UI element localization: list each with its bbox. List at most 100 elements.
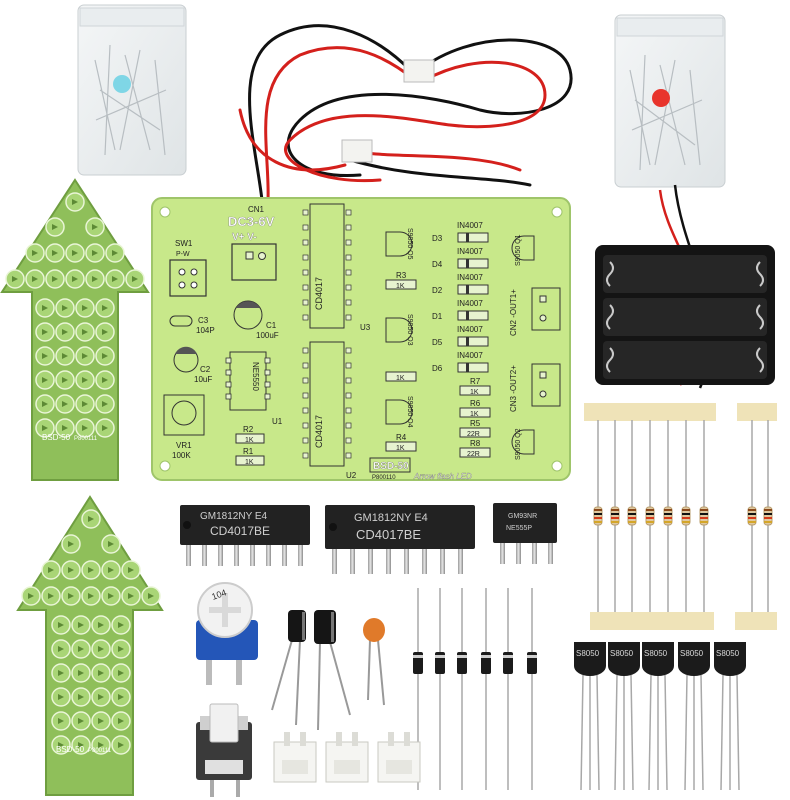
r4-value: 1K bbox=[396, 445, 405, 452]
chip-right-line2: NE555P bbox=[506, 525, 532, 532]
transistor-body bbox=[642, 642, 674, 676]
resistor-strip-small bbox=[735, 403, 777, 630]
transistor-body bbox=[608, 642, 640, 676]
r3-value: 1K bbox=[396, 283, 405, 290]
power-pins-label: V+ V- bbox=[232, 232, 257, 243]
blue-led-bag bbox=[77, 4, 187, 176]
q1-label: S9050 Q1 bbox=[515, 234, 522, 266]
jst-connector-3 bbox=[377, 732, 421, 783]
board-name: BSD-50 bbox=[373, 461, 409, 472]
electrolytic-cap-large bbox=[314, 610, 351, 731]
diode-type-0: IN4007 bbox=[457, 221, 483, 230]
electrolytic-cap-small bbox=[271, 610, 306, 726]
wire-connector-top bbox=[403, 59, 435, 83]
u2-ic-label: CD4017 bbox=[314, 415, 324, 448]
jst-connector-1 bbox=[273, 732, 317, 783]
diode-type-3: IN4007 bbox=[457, 299, 483, 308]
r1-label: R1 bbox=[243, 447, 254, 456]
transistor-label: S8050 bbox=[610, 649, 634, 658]
arrow-board-top-led-grid bbox=[5, 192, 145, 438]
c1-label: C1 bbox=[266, 321, 277, 330]
r2-label: R2 bbox=[243, 425, 254, 434]
resistor-body bbox=[593, 506, 603, 526]
arrow-board-bottom-name: BSD-50 bbox=[56, 745, 85, 754]
u1-label: U1 bbox=[272, 417, 283, 426]
r5-value: 22R bbox=[467, 431, 480, 438]
transistor-label: S8050 bbox=[680, 649, 704, 658]
ceramic-cap bbox=[363, 618, 385, 706]
r2-value: 1K bbox=[245, 437, 254, 444]
transistor-label: S8050 bbox=[644, 649, 668, 658]
resistor-body bbox=[645, 506, 655, 526]
resistor-strip-large bbox=[584, 403, 716, 630]
right-resistors: R7 1K R6 1K R5 22R R8 22R bbox=[459, 377, 491, 458]
arrow-board-top-name: BSD-50 bbox=[42, 433, 71, 442]
r1-value: 1K bbox=[245, 459, 254, 466]
cn1-label: CN1 bbox=[248, 205, 265, 214]
board-title: Arrow flash LED bbox=[413, 472, 472, 481]
sw1-sub-label: P-W bbox=[176, 251, 190, 258]
c2-label: C2 bbox=[200, 365, 211, 374]
q5-label: S9050 Q5 bbox=[406, 228, 413, 260]
q2-label: S9050 Q2 bbox=[515, 428, 522, 460]
jst-connector-2 bbox=[325, 732, 369, 783]
vr1-value: 100K bbox=[172, 451, 191, 460]
chip-middle-line1: GM1812NY E4 bbox=[354, 512, 428, 524]
power-label: DC3-6V bbox=[228, 214, 275, 229]
ne555-label: NE5550 bbox=[251, 362, 260, 391]
resistor-body bbox=[610, 506, 620, 526]
r3-label: R3 bbox=[396, 271, 407, 280]
diode-ref-2: D2 bbox=[432, 286, 443, 295]
u3-ic-label: CD4017 bbox=[314, 277, 324, 310]
diode-ref-0: D3 bbox=[432, 234, 443, 243]
diodes-loose bbox=[413, 588, 537, 790]
q4-label: S9050 Q4 bbox=[406, 396, 413, 428]
resistor-body bbox=[699, 506, 709, 526]
main-pcb: CN1 DC3-6V V+ V- SW1 P-W C3 104P C1 100u… bbox=[151, 197, 571, 481]
arrow-board-bottom-led-grid bbox=[21, 509, 161, 755]
chip-right-line1: GM93NR bbox=[508, 513, 537, 520]
r6-label: R6 bbox=[470, 399, 481, 408]
vr1-label: VR1 bbox=[176, 441, 192, 450]
r5-label: R5 bbox=[470, 419, 481, 428]
chip-middle-line2: CD4017BE bbox=[356, 527, 421, 542]
resistor-body bbox=[663, 506, 673, 526]
chip-ne555: GM93NR NE555P bbox=[493, 503, 557, 564]
chip-cd4017-middle: GM1812NY E4 CD4017BE bbox=[325, 505, 475, 574]
diode-ref-4: D5 bbox=[432, 338, 443, 347]
r4-label: R4 bbox=[396, 433, 407, 442]
wire-connector-bottom bbox=[341, 139, 373, 163]
resistor-body bbox=[763, 506, 773, 526]
u2-label: U2 bbox=[346, 471, 357, 480]
r4-value-top: 1K bbox=[396, 375, 405, 382]
diode-column: IN4007 D3 IN4007 D4 IN4007 D2 IN4007 D1 … bbox=[432, 221, 489, 373]
arrow-board-top: BSD-50 P800111 bbox=[0, 178, 150, 481]
red-led-bag bbox=[614, 14, 726, 188]
diode-type-2: IN4007 bbox=[457, 273, 483, 282]
pot-code: 104 bbox=[210, 587, 228, 602]
transistor-body bbox=[714, 642, 746, 676]
chip-left-line2: CD4017BE bbox=[210, 524, 270, 538]
q3-label: S9050 Q3 bbox=[406, 314, 413, 346]
c2-value: 10uF bbox=[194, 375, 212, 384]
sw1-label: SW1 bbox=[175, 239, 193, 248]
push-button-switch bbox=[196, 703, 252, 797]
diode-type-1: IN4007 bbox=[457, 247, 483, 256]
r8-label: R8 bbox=[470, 439, 481, 448]
transistor-label: S8050 bbox=[576, 649, 600, 658]
arrow-board-bottom-code: P800111 bbox=[88, 748, 112, 754]
diode-ref-1: D4 bbox=[432, 260, 443, 269]
u3-label: U3 bbox=[360, 323, 371, 332]
trim-potentiometer: 104 bbox=[196, 582, 258, 685]
resistor-body bbox=[681, 506, 691, 526]
r7-label: R7 bbox=[470, 377, 481, 386]
diode-type-5: IN4007 bbox=[457, 351, 483, 360]
power-wires bbox=[238, 24, 573, 202]
chip-left-line1: GM1812NY E4 bbox=[200, 511, 268, 522]
transistor-body bbox=[574, 642, 606, 676]
arrow-board-top-code: P800111 bbox=[74, 436, 98, 442]
r7-value: 1K bbox=[470, 389, 479, 396]
red-led-dot-icon bbox=[652, 89, 670, 107]
r6-value: 1K bbox=[470, 411, 479, 418]
diode-type-4: IN4007 bbox=[457, 325, 483, 334]
